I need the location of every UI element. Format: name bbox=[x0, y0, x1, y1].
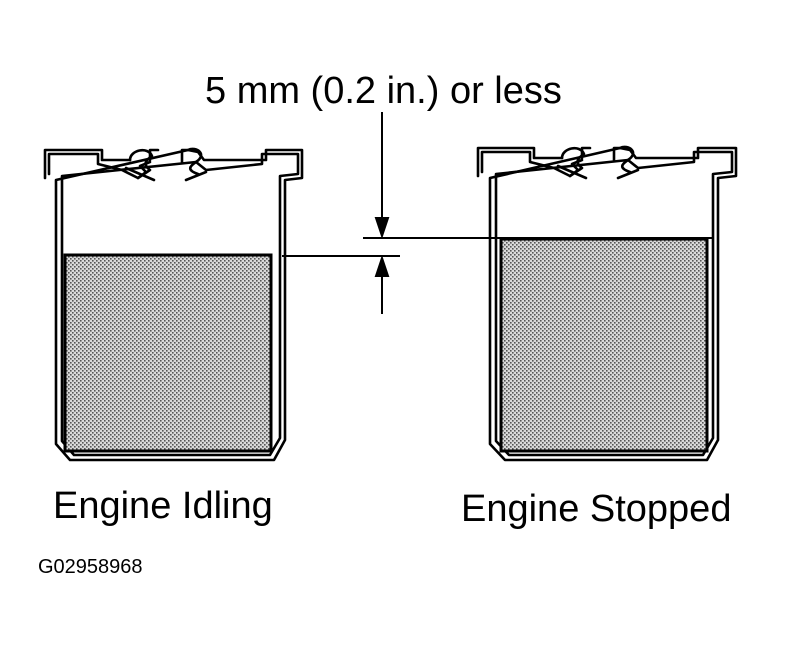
caption-engine-stopped: Engine Stopped bbox=[461, 488, 732, 530]
right-fluid bbox=[499, 237, 709, 453]
figure-id: G02958968 bbox=[38, 556, 143, 578]
arrow-down-icon bbox=[374, 217, 390, 240]
caption-engine-idling: Engine Idling bbox=[53, 485, 273, 527]
right-reservoir bbox=[476, 145, 738, 462]
left-reservoir bbox=[43, 147, 304, 462]
dimension-label: 5 mm (0.2 in.) or less bbox=[205, 70, 562, 112]
arrow-up-icon bbox=[374, 254, 390, 277]
left-fluid bbox=[63, 253, 273, 453]
dimension-marker bbox=[282, 112, 712, 314]
